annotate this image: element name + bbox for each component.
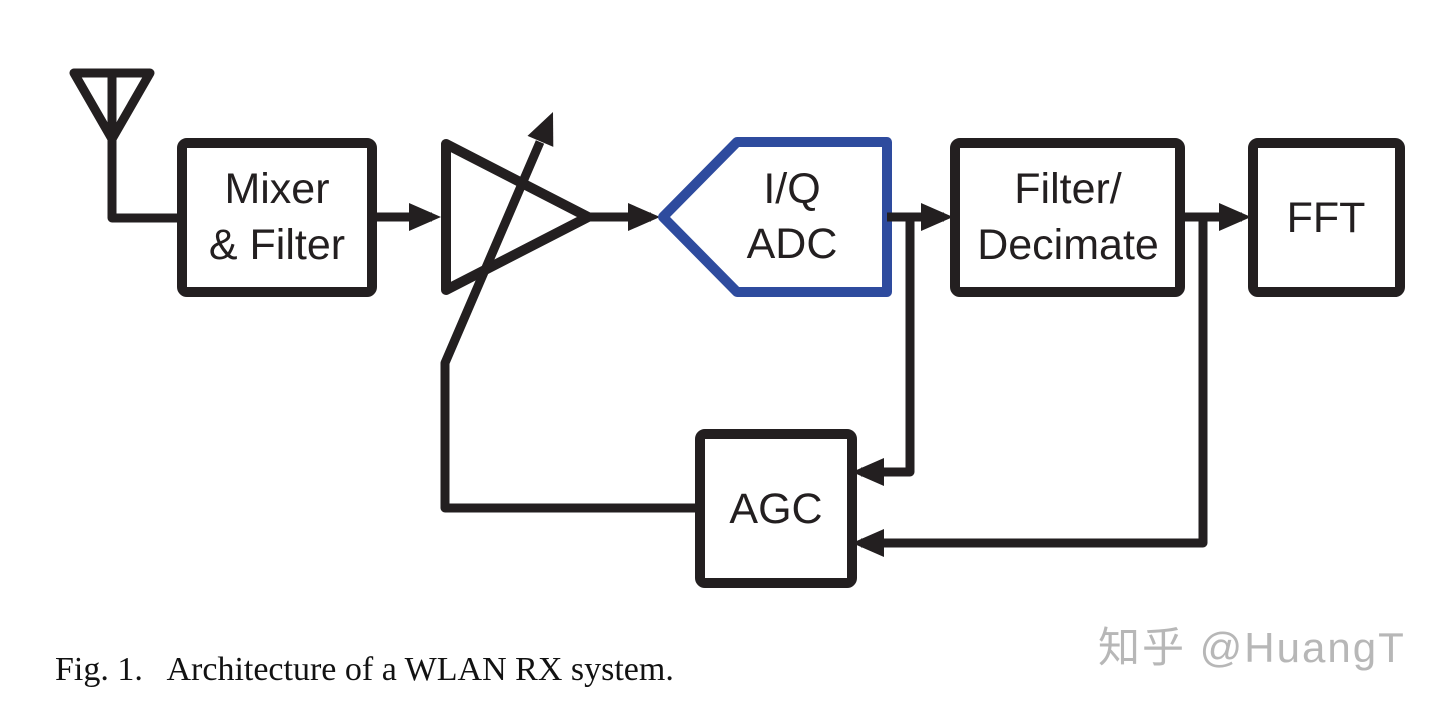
iq-adc-block: I/Q ADC (658, 137, 892, 297)
arrow-filter-branch-to-agc (852, 213, 1208, 557)
watermark-text: 知乎 @HuangT (1098, 624, 1406, 671)
arrow-adc-branch-to-agc (852, 213, 915, 486)
iq-adc-label-line1: I/Q (763, 165, 820, 213)
fft-label: FFT (1287, 194, 1366, 242)
filter-decimate-label-line1: Filter/ (1014, 165, 1122, 213)
arrow-filter-to-fft (1180, 203, 1251, 231)
figure-caption: Fig. 1. Architecture of a WLAN RX system… (55, 651, 674, 688)
variable-gain-amplifier-icon (441, 139, 593, 295)
agc-block: AGC (695, 429, 857, 588)
filter-decimate-label-line2: Decimate (977, 221, 1159, 269)
agc-feedback-gain-control-arrow (440, 112, 700, 513)
arrow-adc-to-filter (887, 203, 953, 231)
arrow-mixer-to-vga (372, 203, 441, 231)
filter-decimate-block: Filter/ Decimate (950, 138, 1185, 297)
mixer-filter-block: Mixer & Filter (177, 138, 377, 297)
agc-label: AGC (729, 485, 822, 533)
antenna-icon (69, 68, 182, 223)
arrow-vga-to-adc (588, 203, 660, 231)
mixer-filter-label-line1: Mixer (224, 165, 329, 213)
fft-block: FFT (1248, 138, 1405, 297)
mixer-filter-label-line2: & Filter (209, 221, 345, 269)
iq-adc-label-line2: ADC (747, 220, 838, 268)
